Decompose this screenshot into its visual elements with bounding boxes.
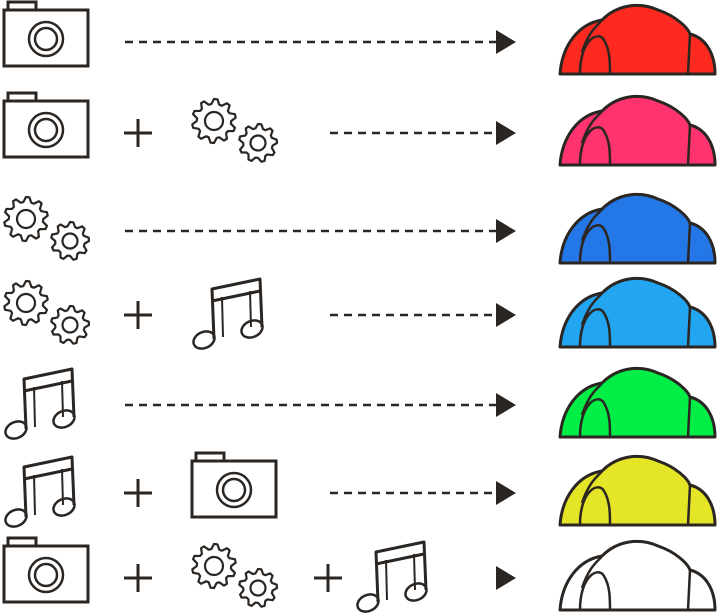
arrow xyxy=(496,566,516,590)
dome-result xyxy=(560,278,715,347)
row-4 xyxy=(4,278,715,351)
gears-icon xyxy=(192,544,277,607)
row-6 xyxy=(3,453,715,530)
plus-symbol xyxy=(124,301,152,329)
camera-icon xyxy=(4,538,88,602)
music-note-icon xyxy=(3,369,78,442)
arrow xyxy=(125,219,516,243)
row-1 xyxy=(4,2,715,74)
arrow xyxy=(330,121,516,145)
dome-result xyxy=(560,456,715,525)
dome-result xyxy=(560,541,715,610)
music-note-icon xyxy=(355,542,430,613)
gears-icon xyxy=(4,197,89,260)
music-note-icon xyxy=(3,457,78,530)
arrow xyxy=(125,393,516,417)
dome-result xyxy=(560,96,715,165)
arrow xyxy=(330,303,516,327)
plus-symbol xyxy=(124,119,152,147)
music-note-icon xyxy=(191,279,266,352)
plus-symbol xyxy=(124,564,152,592)
camera-icon xyxy=(192,453,276,517)
arrow xyxy=(125,30,516,54)
camera-icon xyxy=(4,2,88,66)
row-3 xyxy=(4,194,715,263)
dome-result xyxy=(560,5,715,74)
dome-result xyxy=(560,194,715,263)
dome-result xyxy=(560,368,715,437)
row-5 xyxy=(3,368,715,441)
gears-icon xyxy=(4,281,89,344)
gears-icon xyxy=(192,99,277,162)
row-2 xyxy=(4,93,715,165)
row-7 xyxy=(4,538,715,613)
plus-symbol xyxy=(124,479,152,507)
arrow xyxy=(330,481,516,505)
plus-symbol xyxy=(314,564,342,592)
camera-icon xyxy=(4,93,88,157)
